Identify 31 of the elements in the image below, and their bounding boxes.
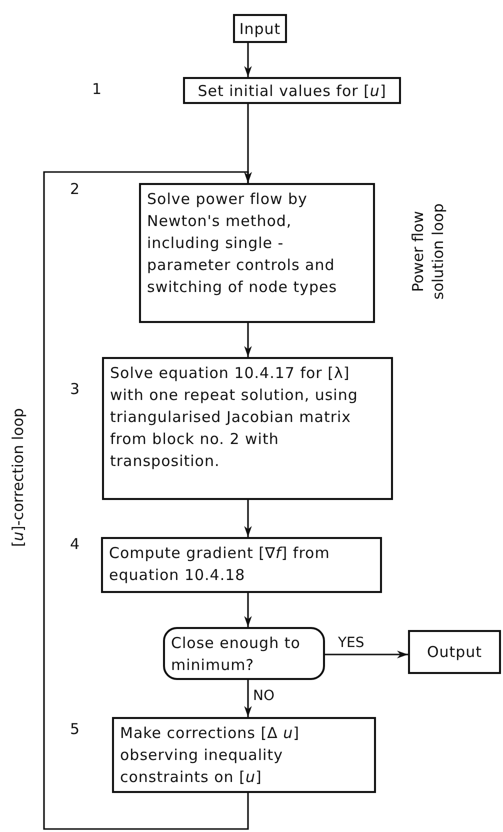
process-box xyxy=(102,357,393,500)
step-number: 1 xyxy=(92,80,102,98)
arrow xyxy=(244,593,252,627)
process-box xyxy=(408,630,501,674)
process-box xyxy=(101,537,382,593)
arrow xyxy=(325,650,408,658)
arrow xyxy=(244,680,252,717)
arrow xyxy=(244,500,252,537)
step-text: Solve equation 10.4.17 for [λ] with one repeat solution, using triangularised Jacobian matrix from block no. 2 with transposition. xyxy=(110,364,358,470)
step-text: Make corrections [Δ u] observing inequality constraints on [u] xyxy=(120,724,300,786)
loop-label: [u]-correction loop xyxy=(8,407,28,549)
step-text: Solve power flow by Newton's method, including single - parameter controls and switching of node types xyxy=(147,190,338,296)
arrow xyxy=(244,323,252,357)
step-text: Output xyxy=(426,642,482,663)
step-number: 3 xyxy=(70,380,80,398)
decision-box xyxy=(163,627,325,680)
arrow xyxy=(244,43,252,77)
step-number: 2 xyxy=(70,180,80,198)
process-box xyxy=(139,183,375,323)
loop-label: Power flow solution loop xyxy=(408,202,448,302)
process-box xyxy=(183,77,401,104)
process-box xyxy=(112,717,376,793)
step-text: Set initial values for [u] xyxy=(198,80,386,102)
step-number: 4 xyxy=(70,535,80,553)
step-text: Compute gradient [∇f] from equation 10.4.18 xyxy=(109,544,330,584)
step-text: Close enough to minimum? xyxy=(171,634,300,674)
process-box xyxy=(233,14,287,43)
arrow xyxy=(43,171,252,830)
edge-label: YES xyxy=(337,634,366,650)
step-number: 5 xyxy=(70,720,80,738)
step-text: Input xyxy=(239,18,281,40)
